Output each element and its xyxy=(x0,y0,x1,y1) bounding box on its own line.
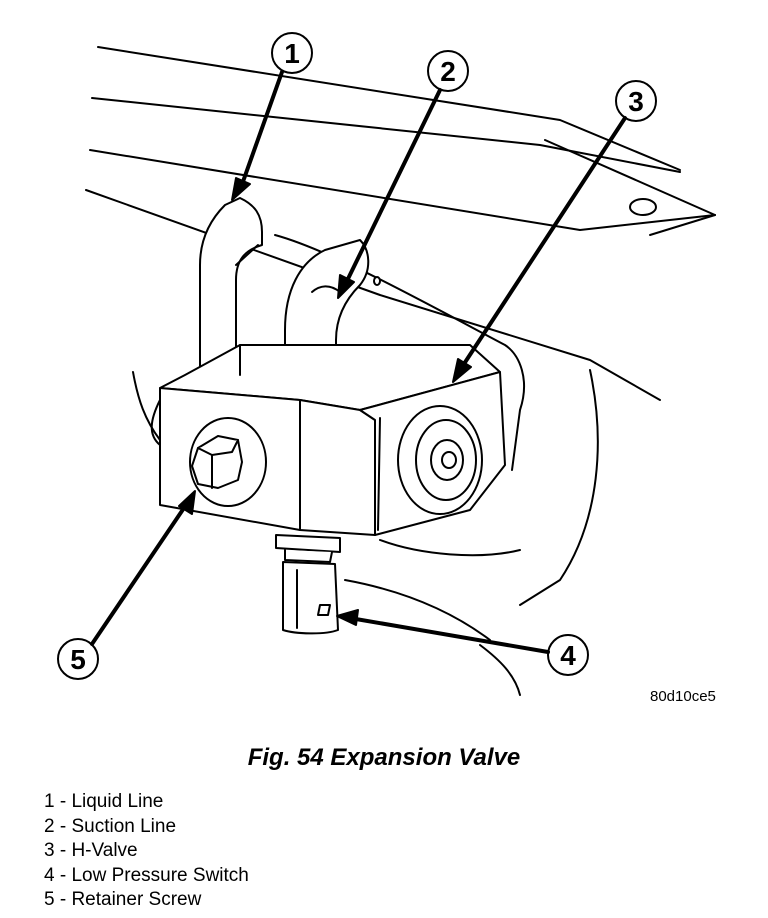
figure-code: 80d10ce5 xyxy=(650,688,716,705)
svg-text:3: 3 xyxy=(628,86,644,117)
legend-item-liquid-line: 1 - Liquid Line xyxy=(44,791,164,812)
pressure-switch-port xyxy=(397,405,483,515)
callout-4: 4 xyxy=(336,609,589,676)
liquid-line-tube xyxy=(199,197,263,391)
callout-1: 1 xyxy=(231,32,313,201)
callout-5: 5 xyxy=(57,490,196,680)
legend-item-low-pressure-switch: 4 - Low Pressure Switch xyxy=(44,864,249,886)
expansion-valve-illustration: 1 2 3 4 5 xyxy=(57,32,716,696)
legend-item-retainer-screw: 5 - Retainer Screw xyxy=(44,889,202,910)
svg-text:5: 5 xyxy=(70,644,86,675)
figure-caption: Fig. 54 Expansion Valve xyxy=(247,744,521,771)
callout-2: 2 xyxy=(337,50,469,299)
retainer-screw-graphic xyxy=(189,417,267,507)
svg-text:4: 4 xyxy=(560,640,576,671)
svg-text:2: 2 xyxy=(440,56,456,87)
callout-3: 3 xyxy=(452,80,657,383)
callout-legend: 1 - Liquid Line 2 - Suction Line 3 - H-V… xyxy=(44,790,249,913)
low-pressure-switch-graphic xyxy=(275,534,341,635)
legend-item-suction-line: 2 - Suction Line xyxy=(44,815,177,837)
legend-item-h-valve: 3 - H-Valve xyxy=(44,840,138,861)
svg-text:1: 1 xyxy=(284,38,300,69)
